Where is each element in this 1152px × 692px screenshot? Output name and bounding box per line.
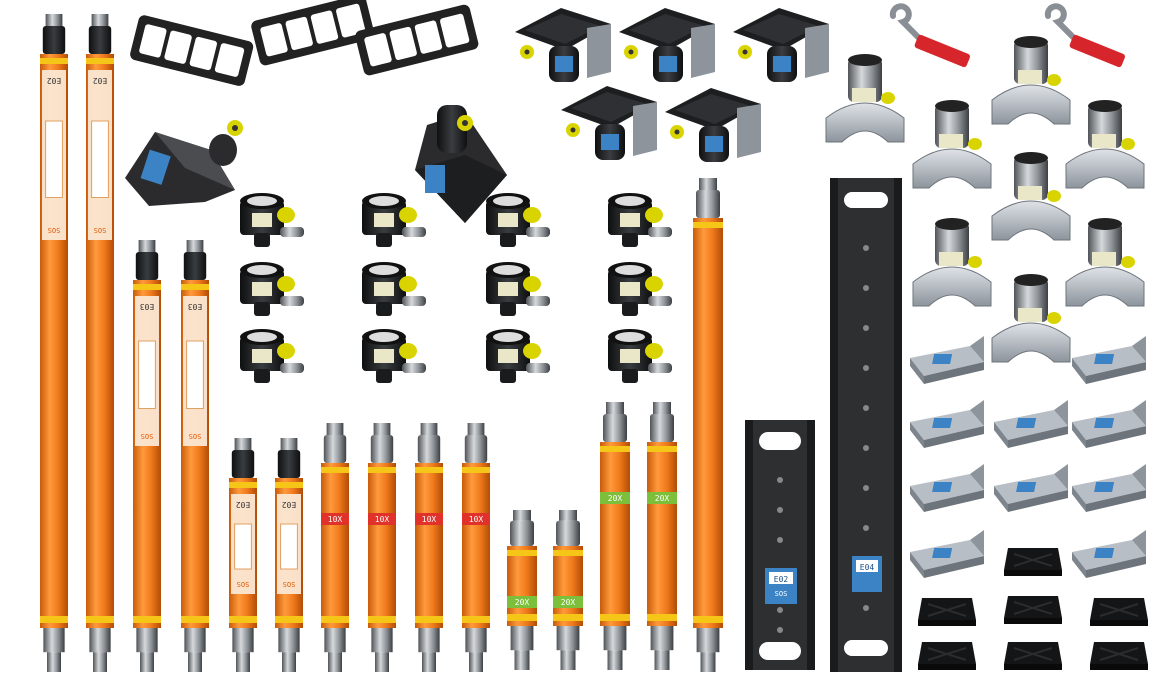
corner-tray-icon [910, 336, 984, 384]
perforated-rail-icon: E02 SOS [745, 420, 815, 670]
corner-tray-icon [910, 400, 984, 448]
pipe-clamp-icon [825, 54, 905, 143]
tilt-head-icon [515, 8, 611, 82]
ring-clamp-icon [362, 329, 426, 383]
rubber-pad-icon [918, 598, 976, 626]
short-orange-prop-icon: 20X [600, 402, 630, 670]
rubber-pad-icon [1090, 642, 1148, 670]
ring-clamp-icon [486, 262, 550, 316]
perforated-rail-icon: E04 [830, 178, 902, 672]
prop-band-label: 20X [561, 598, 576, 607]
prop-band-label: 10X [422, 515, 437, 524]
pipe-clamp-icon [991, 152, 1071, 241]
brand-mark: SOS [237, 580, 250, 588]
corner-tray-icon [1072, 400, 1146, 448]
prop-code-label: E03 [140, 302, 155, 311]
prop-band-label: 10X [375, 515, 390, 524]
ladder-grid-group [130, 0, 479, 86]
corner-tray-icon [910, 530, 984, 578]
tilt-head-icon [619, 8, 715, 82]
tilt-head-icon [733, 8, 829, 82]
rail-code-label: E04 [860, 563, 875, 572]
spanner-wrench-icon [1044, 3, 1126, 68]
ring-clamp-icon [362, 262, 426, 316]
prop-band-label: 20X [655, 494, 670, 503]
prop-band-label: 10X [469, 515, 484, 524]
tilt-head-icon [665, 88, 761, 162]
prop-band-label: 20X [515, 598, 530, 607]
ring-clamp-icon [608, 262, 672, 316]
ring-clamp-icon [486, 329, 550, 383]
short-orange-prop-icon: 20X [647, 402, 677, 670]
corner-tray-icon [1072, 464, 1146, 512]
corner-tray-group [910, 336, 1146, 578]
ladder-grid-icon [251, 0, 375, 66]
ring-clamp-icon [608, 329, 672, 383]
ring-clamp-icon [240, 262, 304, 316]
ring-clamp-icon [486, 193, 550, 247]
ladder-grid-icon [130, 15, 254, 86]
pipe-clamp-icon [991, 36, 1071, 125]
mid-orange-prop-icon [693, 178, 723, 672]
angle-bracket-icon [415, 105, 507, 223]
ladder-grid-icon [355, 4, 479, 76]
ring-clamp-icon [240, 329, 304, 383]
pipe-clamp-icon [991, 274, 1071, 363]
prop-code-label: E02 [47, 76, 62, 85]
tilt-head-group [515, 8, 829, 162]
short-orange-prop-icon: 10X [462, 423, 490, 672]
brand-mark: SOS [48, 226, 61, 234]
prop-code-label: E02 [236, 500, 251, 509]
rubber-pad-icon [918, 642, 976, 670]
corner-tray-icon [910, 464, 984, 512]
short-orange-prop-icon: 20X [507, 510, 537, 670]
rail-code-label: E02 [774, 575, 789, 584]
short-orange-prop-icon: 10X [321, 423, 349, 672]
pipe-clamp-icon [1065, 100, 1145, 189]
prop-band-label: 10X [328, 515, 343, 524]
brand-mark: SOS [94, 226, 107, 234]
prop-band-label: 20X [608, 494, 623, 503]
pipe-clamp-icon [1065, 218, 1145, 307]
short-orange-prop-icon: 20X [553, 510, 583, 670]
corner-tray-icon [1072, 336, 1146, 384]
ring-clamp-group [240, 193, 672, 383]
prop-code-label: E03 [188, 302, 203, 311]
short-orange-prop-icon: 10X [415, 423, 443, 672]
brand-mark: SOS [189, 432, 202, 440]
prop-code-label: E02 [93, 76, 108, 85]
rubber-pad-group [918, 548, 1148, 670]
ring-clamp-icon [362, 193, 426, 247]
corner-tray-icon [994, 400, 1068, 448]
brand-mark: SOS [775, 590, 788, 598]
brand-mark: SOS [283, 580, 296, 588]
prop-code-label: E02 [282, 500, 297, 509]
pipe-clamp-icon [912, 100, 992, 189]
corner-tray-icon [1072, 530, 1146, 578]
rubber-pad-icon [1090, 598, 1148, 626]
tilt-head-icon [561, 86, 657, 160]
pipe-clamp-group [825, 36, 1145, 363]
short-orange-prop-icon: 10X [368, 423, 396, 672]
rubber-pad-icon [1004, 642, 1062, 670]
corner-tray-icon [994, 464, 1068, 512]
ring-clamp-icon [608, 193, 672, 247]
rubber-pad-icon [1004, 596, 1062, 624]
spanner-wrench-icon [889, 3, 971, 68]
rubber-pad-icon [1004, 548, 1062, 576]
ring-clamp-icon [240, 193, 304, 247]
brand-mark: SOS [141, 432, 154, 440]
angle-bracket-icon [125, 120, 243, 206]
pipe-clamp-icon [912, 218, 992, 307]
